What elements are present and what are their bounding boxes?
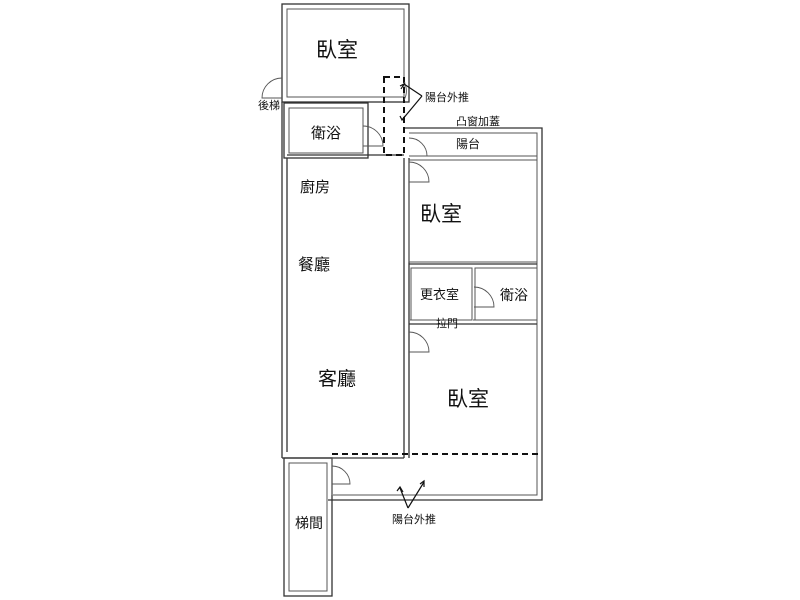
wall-right-outer bbox=[328, 127, 543, 501]
label-balcony-extend-top: 陽台外推 bbox=[425, 90, 469, 104]
label-balcony-extend-bottom: 陽台外推 bbox=[392, 512, 436, 526]
label-walkin-closet: 更衣室 bbox=[420, 287, 459, 303]
wall-bedroom-top-inner bbox=[286, 8, 405, 98]
label-sliding-door: 拉門 bbox=[436, 316, 458, 330]
arrows bbox=[396, 82, 425, 509]
label-kitchen: 廚房 bbox=[300, 178, 330, 196]
arrow-heads-top bbox=[399, 82, 406, 122]
arrow-balcony-extend-top bbox=[401, 83, 423, 121]
label-balcony: 陽台 bbox=[456, 136, 480, 151]
room-labels: 臥室 衛浴 廚房 餐廳 臥室 更衣室 衛浴 客廳 臥室 梯間 陽台 bbox=[295, 38, 528, 532]
label-bath-top: 衛浴 bbox=[311, 124, 341, 142]
wall-bath-top-inner bbox=[288, 107, 364, 154]
label-living: 客廳 bbox=[318, 368, 356, 390]
label-back-stairs: 後梯 bbox=[258, 98, 280, 112]
extension-lines bbox=[332, 76, 540, 455]
door-stairwell bbox=[331, 465, 351, 485]
door-bedroom-top bbox=[403, 81, 407, 101]
balcony-extension-top bbox=[383, 76, 405, 156]
wall-bath-right bbox=[474, 267, 538, 321]
annotations: 後梯 陽台外推 凸窗加蓋 拉門 陽台外推 bbox=[258, 90, 500, 526]
label-bedroom-mid: 臥室 bbox=[420, 202, 462, 226]
wall-right-inner bbox=[333, 132, 538, 496]
wall-stairwell bbox=[283, 457, 333, 597]
door-bedroom-mid bbox=[408, 161, 430, 183]
door-balcony-top bbox=[408, 137, 428, 157]
wall-center-divider bbox=[403, 158, 410, 458]
door-back-stairs bbox=[261, 77, 283, 99]
wall-left-outer bbox=[281, 102, 288, 458]
wall-stairwell-inner bbox=[288, 462, 328, 592]
door-bedroom-bottom bbox=[408, 331, 430, 353]
label-bay-window-added: 凸窗加蓋 bbox=[456, 114, 500, 128]
label-bedroom-top: 臥室 bbox=[316, 38, 358, 62]
wall-bedroom-top bbox=[281, 3, 410, 103]
wall-closet bbox=[410, 267, 473, 321]
label-dining: 餐廳 bbox=[298, 255, 330, 274]
walls bbox=[281, 3, 543, 597]
arrow-heads-bottom bbox=[396, 479, 425, 493]
wall-bedroom-mid bbox=[408, 159, 538, 263]
door-bath-top bbox=[362, 125, 384, 147]
label-stairwell: 梯間 bbox=[295, 516, 323, 532]
label-bedroom-bottom: 臥室 bbox=[447, 387, 489, 411]
wall-bath-top bbox=[283, 102, 369, 159]
label-bath-right: 衛浴 bbox=[500, 288, 528, 304]
doors bbox=[261, 77, 495, 485]
arrow-balcony-extend-bottom bbox=[399, 481, 425, 509]
door-bath-right bbox=[473, 286, 495, 308]
